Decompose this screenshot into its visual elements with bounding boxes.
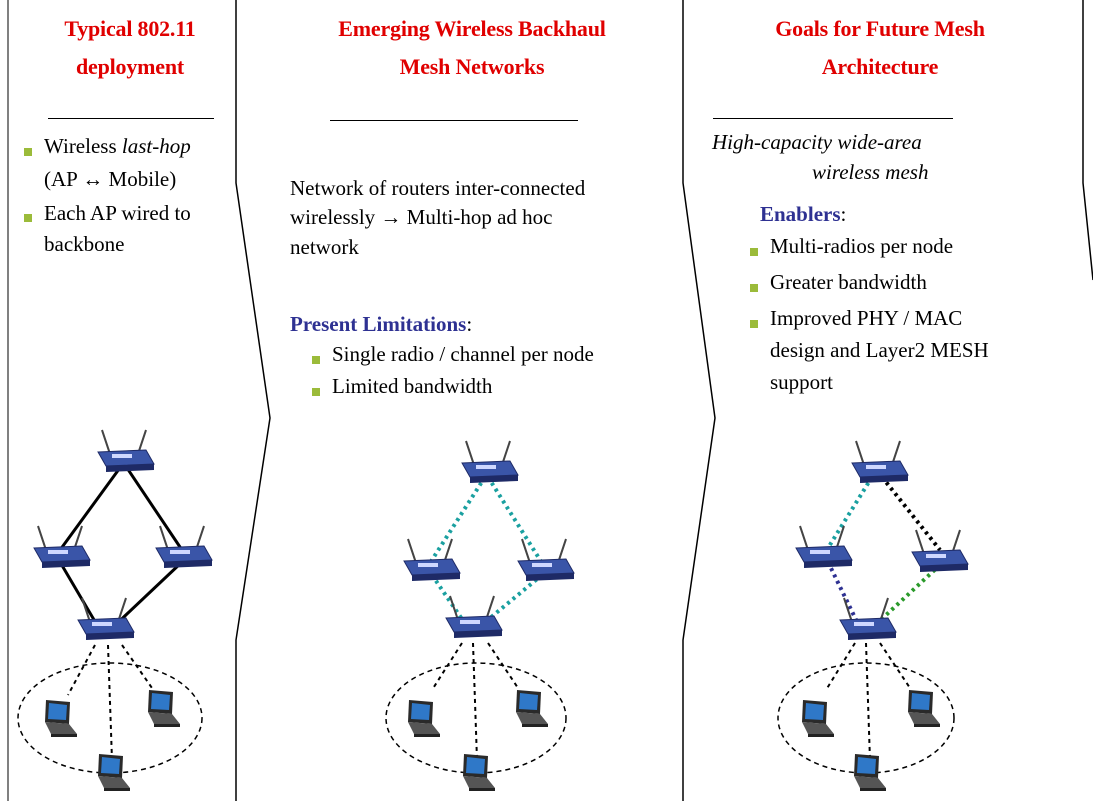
col2-desc-line2: wirelessly → Multi-hop ad hoc (290, 205, 553, 229)
col1-bullet-2-cont: backbone (44, 232, 125, 256)
col3-enabler-2: Greater bandwidth (770, 270, 927, 294)
col3-title-line1: Goals for Future Mesh (775, 16, 985, 41)
bullet-marker (312, 388, 320, 396)
col1-bullet-2: Each AP wired to (44, 201, 191, 225)
laptop-icon (408, 700, 440, 737)
router-icon (851, 440, 909, 484)
col3-divider (713, 118, 953, 119)
col2-title-line1: Emerging Wireless Backhaul (338, 16, 606, 41)
bullet-marker (750, 320, 758, 328)
col3-tagline-1: High-capacity wide-area (712, 130, 922, 154)
network-col2 (385, 440, 575, 791)
network-col1 (17, 429, 213, 791)
col2-divider (330, 120, 578, 121)
col2-desc-line1: Network of routers inter-connected (290, 176, 586, 200)
laptop-icon (45, 700, 77, 737)
router-icon (911, 529, 969, 573)
col3-tagline-2: wireless mesh (812, 160, 929, 184)
col3-enabler-3-cont2: support (770, 370, 833, 394)
col2-limit-1: Single radio / channel per node (332, 342, 594, 366)
col1-bullet-1-cont: (AP ↔ Mobile) (44, 167, 177, 191)
right-border (1082, 0, 1093, 281)
router-icon (97, 429, 155, 473)
col3-enabler-3-cont: design and Layer2 MESH (770, 338, 989, 362)
router-icon (445, 595, 503, 639)
router-icon (155, 525, 213, 569)
col3-enabler-3: Improved PHY / MAC (770, 306, 963, 330)
col1-bullet-1-emphasis: last-hop (121, 134, 191, 158)
router-icon (403, 538, 461, 582)
bullet-marker (750, 284, 758, 292)
col1-bullet-1: Wireless last-hop (44, 134, 191, 158)
router-icon (517, 538, 575, 582)
col2-desc-line3: network (290, 235, 359, 259)
col3-enablers-heading: Enablers: (760, 202, 847, 226)
column-border-2 (682, 0, 716, 801)
column-border-1 (235, 0, 271, 801)
router-icon (795, 525, 853, 569)
col3-title-line2: Architecture (821, 54, 939, 79)
laptop-icon (908, 690, 940, 727)
laptop-icon (854, 754, 886, 791)
col1-title-line2: deployment (75, 54, 184, 79)
bullet-marker (24, 214, 32, 222)
router-icon (33, 525, 91, 569)
col3-enabler-1: Multi-radios per node (770, 234, 954, 258)
network-col3 (777, 440, 969, 791)
col2-title-line2: Mesh Networks (399, 54, 545, 79)
router-icon (839, 597, 897, 641)
router-icon (461, 440, 519, 484)
col2-limits-heading: Present Limitations: (290, 312, 473, 336)
laptop-icon (148, 690, 180, 727)
laptop-icon (516, 690, 548, 727)
bullet-marker (750, 248, 758, 256)
bullet-marker (24, 148, 32, 156)
bullet-marker (312, 356, 320, 364)
col2-limit-2: Limited bandwidth (332, 374, 493, 398)
col1-title-line1: Typical 802.11 (64, 16, 196, 41)
laptop-icon (802, 700, 834, 737)
col1-divider (48, 118, 214, 119)
